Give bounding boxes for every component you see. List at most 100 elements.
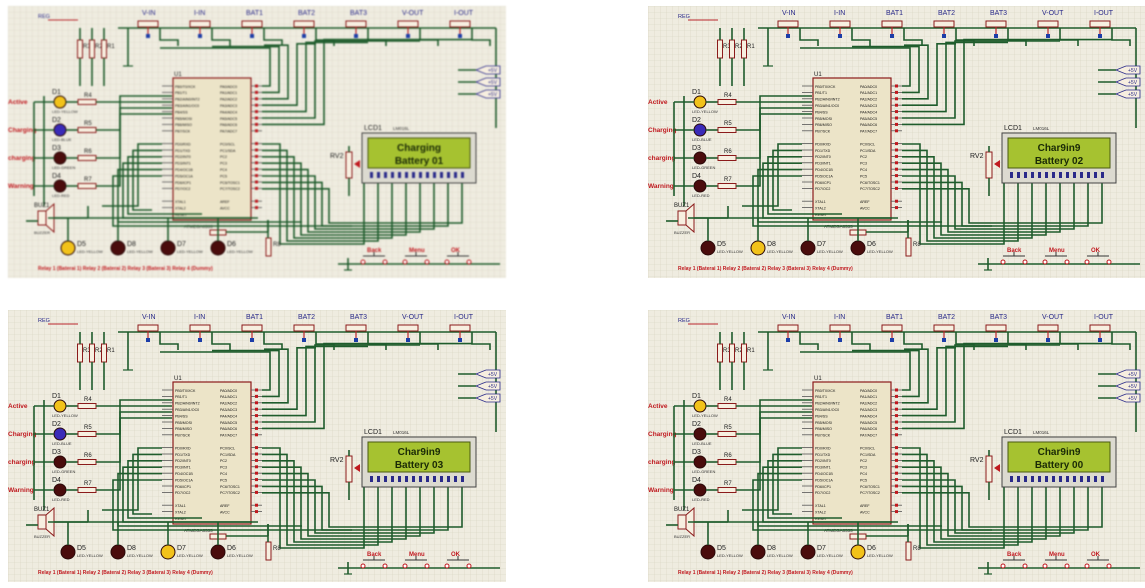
lcd-pin [370, 172, 373, 178]
pot-v-out [397, 20, 419, 28]
button-label-back: Back [367, 248, 382, 254]
pin-marker [994, 34, 998, 38]
side-label-3: charging [8, 155, 35, 162]
pin-marker [895, 458, 898, 462]
bottom-led-d7 [160, 240, 176, 256]
button-back [1000, 563, 1006, 569]
led-d2 [693, 427, 707, 441]
lcd-pin [377, 172, 380, 178]
bottom-led-part-d6: LED-YELLOW [867, 553, 893, 558]
led-part-d3: LED-GREEN [52, 469, 75, 474]
pin-marker [255, 161, 258, 165]
mcu-body [812, 381, 892, 525]
resistor-label-r2: R2 [735, 44, 743, 50]
resistor-label-r1: R1 [107, 44, 115, 50]
led-d2 [53, 427, 67, 441]
lcd-pin [1045, 476, 1048, 482]
side-label-2: Charging [8, 431, 37, 438]
sensor-label-bat1: BAT1 [246, 314, 263, 321]
buzzer [677, 514, 687, 530]
mcu-pin-right-19: AREF [220, 200, 230, 204]
led-d3 [53, 455, 67, 469]
pot-i-in [829, 20, 851, 28]
mcu-pin-right-2: PA1/ADC1 [860, 395, 877, 399]
lcd-pin [377, 476, 380, 482]
sensor-label-i-in: I-IN [194, 314, 205, 321]
pin-marker [458, 338, 462, 342]
pin-marker [255, 394, 258, 398]
side-label-4: Warning [8, 183, 34, 190]
resistor-r6 [77, 155, 97, 161]
sensor-label-bat2: BAT2 [298, 10, 315, 17]
mcu-body [812, 77, 892, 221]
sensor-label-bat1: BAT1 [886, 314, 903, 321]
button-menu [1042, 259, 1048, 265]
pin-marker [146, 34, 150, 38]
buzzer-ref: BUZ1 [34, 203, 50, 209]
mcu-pin-right-17: PC7/TOSC2 [860, 187, 880, 191]
led-part-d4: LED-RED [692, 497, 710, 502]
buzzer-part: BUZZER [34, 230, 50, 235]
mcu-pin-left-8: PB7/SCK [175, 434, 191, 438]
resistor-r6 [717, 459, 737, 465]
button-label-ok: OK [1091, 552, 1101, 558]
buzzer-ref: BUZ1 [674, 203, 690, 209]
pin-marker [255, 503, 258, 507]
lcd-part: LM016L [1033, 430, 1050, 435]
pin-marker [895, 90, 898, 94]
pin-marker [838, 338, 842, 342]
supply-tag-3 [1114, 393, 1141, 403]
sensor-label-v-out: V-OUT [402, 10, 424, 17]
resistor-r7 [77, 487, 97, 493]
mcu-pin-right-7: PA6/ADC6 [860, 123, 877, 127]
pin-marker [895, 206, 898, 210]
lcd-pin [1080, 476, 1083, 482]
pin-marker [255, 510, 258, 514]
mcu-pin-right-13: PC3 [860, 466, 867, 470]
lcd-pin [440, 172, 443, 178]
pin-marker [994, 338, 998, 342]
mcu-pin-right-11: PC1/SDA [220, 453, 236, 457]
led-part-d2: LED-BLUE [52, 137, 72, 142]
pot-bat3 [985, 20, 1007, 28]
bottom-led-d5 [700, 240, 716, 256]
led-part-d4: LED-RED [52, 497, 70, 502]
mcu-pin-left-5: PB4/SS [815, 110, 828, 114]
lcd-pin [1045, 172, 1048, 178]
pot-i-in [189, 20, 211, 28]
sensor-label-i-out: I-OUT [454, 314, 474, 321]
supply-tag-label-1: +5V [488, 372, 498, 378]
resistor-label-r4: R4 [84, 397, 92, 403]
mcu-pin-right-4: PA3/ADC3 [860, 104, 877, 108]
mcu-pin-right-1: PA0/ADC0 [860, 389, 877, 393]
button-ok [1084, 259, 1090, 265]
bottom-led-d8 [750, 544, 766, 560]
mcu-pin-left-10: PD0/RXD [175, 446, 191, 450]
mcu-pin-left-20: XTAL2 [175, 510, 186, 514]
supply-tag-1 [1114, 369, 1141, 379]
pin-marker [255, 458, 258, 462]
mcu-pin-left-7: PB6/MISO [175, 123, 192, 127]
mcu-pin-right-7: PA6/ADC6 [220, 123, 237, 127]
lcd-pin [1073, 476, 1076, 482]
lcd-ref: LCD1 [364, 429, 382, 436]
mcu-pin-right-3: PA2/ADC2 [860, 98, 877, 102]
mcu-ref: U1 [174, 376, 182, 382]
supply-tag-2 [1114, 381, 1141, 391]
pin-marker [895, 510, 898, 514]
sensor-label-i-out: I-OUT [454, 10, 474, 17]
lcd-pin [1031, 172, 1034, 178]
mcu-pin-left-16: PD6/ICP1 [815, 485, 831, 489]
bottom-led-d5 [60, 240, 76, 256]
led-d2 [693, 123, 707, 137]
pin-marker [255, 388, 258, 392]
bottom-led-ref-d7: D7 [177, 241, 186, 248]
mcu-atmega8535: U1ATMEGA8535PB0/T0/XCKPB1/T1PB2/AIN0/INT… [802, 376, 902, 533]
pin-marker [354, 338, 358, 342]
rv2-ref: RV2 [330, 153, 344, 160]
mcu-pin-right-16: PC6/TOSC1 [860, 485, 880, 489]
mcu-pin-left-8: PB7/SCK [815, 130, 831, 134]
mcu-pin-left-14: PD4/OC1B [175, 168, 193, 172]
sensor-label-i-out: I-OUT [1094, 10, 1114, 17]
